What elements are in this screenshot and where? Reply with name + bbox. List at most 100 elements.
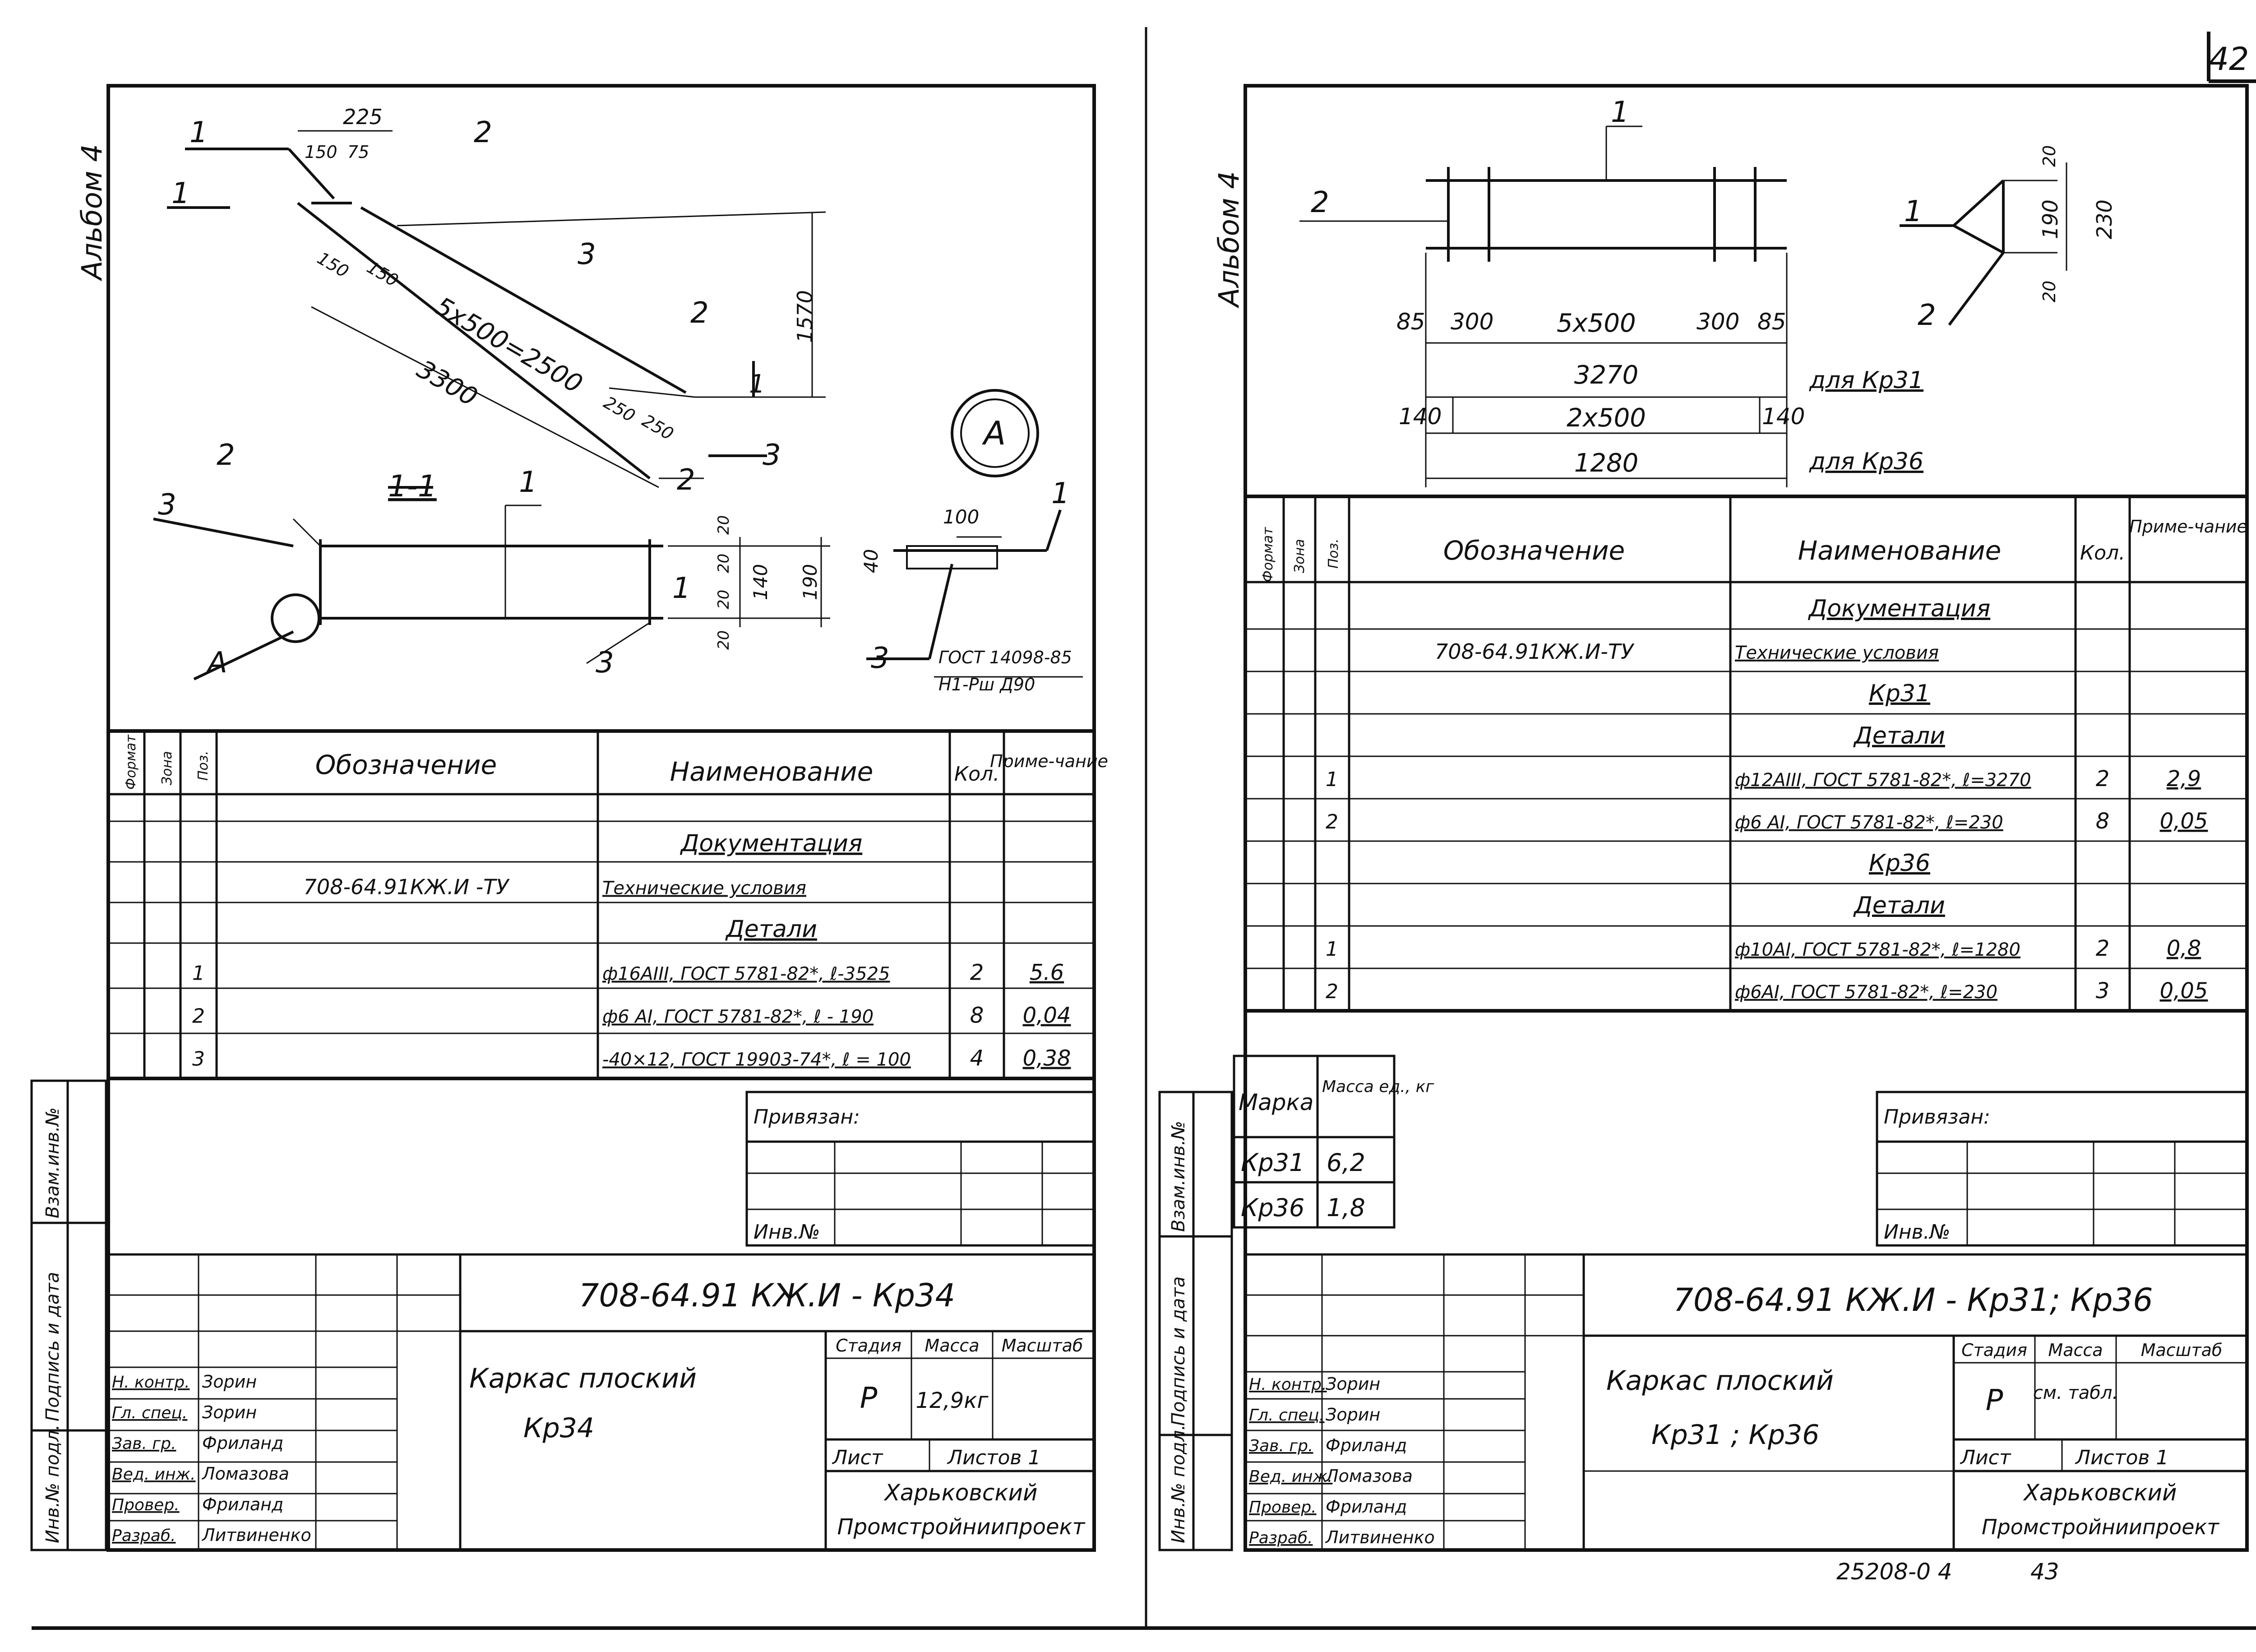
role-name: Зорин [202, 1402, 257, 1422]
dim-label: 190 [799, 564, 821, 600]
spec-row-name: ф6 АI, ГОСТ 5781-82*, ℓ - 190 [602, 1007, 874, 1027]
spec-row-qty: 8 [970, 1003, 984, 1028]
footer-code: 25208-0 4 [1836, 1559, 1952, 1585]
left-drawing-labels: 225 150 75 1570 150 150 5x500=2500 3300 … [158, 105, 1072, 694]
drawing-title-line2: Кр31 ; Кр36 [1651, 1419, 1819, 1451]
gost-note: ГОСТ 14098-85 [938, 648, 1072, 667]
left-drawing [153, 130, 1083, 680]
mass-table-mark: Кр36 [1241, 1194, 1304, 1222]
spec-header-pos: Поз. [195, 751, 211, 781]
dim-label: 225 [343, 105, 383, 129]
spec-row-name: ф16АIII, ГОСТ 5781-82*, ℓ-3525 [602, 964, 890, 985]
section-mark: 1 [749, 370, 765, 399]
spec-row-note: 0,04 [1023, 1003, 1071, 1028]
spec-row-note: 2,9 [2167, 766, 2201, 791]
left-album-label: Альбом 4 [75, 144, 108, 282]
dim-label: 230 [2092, 199, 2117, 239]
role-label: Разраб. [112, 1527, 176, 1545]
spec-row-designation: 708-64.91КЖ.И -ТУ [304, 875, 510, 899]
position-label: 1 [672, 572, 691, 605]
position-label: 3 [596, 646, 614, 680]
sheet-frame [32, 27, 2256, 1630]
dim-label: 20 [715, 515, 733, 535]
role-label: Вед. инж. [112, 1465, 195, 1484]
left-title-block [108, 1253, 1094, 1550]
dim-label: 5x500 [1557, 309, 1636, 338]
dim-label: 150 [314, 248, 352, 282]
mass-value: см. табл. [2033, 1383, 2118, 1403]
spec-row-qty: 3 [2096, 978, 2110, 1004]
role-label: Разраб. [1249, 1529, 1313, 1547]
spec-row-qty: 2 [2096, 936, 2110, 961]
stage-value: Р [860, 1382, 878, 1415]
spec-header-pos: Поз. [1326, 539, 1341, 569]
spec-row-designation: 708-64.91КЖ.И-ТУ [1435, 639, 1635, 664]
spec-row-pos: 1 [1326, 938, 1338, 961]
side-stamp-inv-podl: Инв.№ подл. [1168, 1425, 1189, 1543]
dim-label: 150 [305, 142, 337, 162]
dim-3270: 3270 [1574, 361, 1639, 390]
spec-row-name: Технические условия [1735, 643, 1939, 663]
dim-label: 140 [1762, 403, 1805, 430]
dim-label: 85 [1396, 309, 1425, 335]
spec-row-qty: 2 [2096, 766, 2110, 791]
right-spec-table: Формат Зона Поз. Обозначение Наименовани… [1245, 496, 2247, 1012]
position-label: 2 [677, 463, 695, 497]
dim-label: 140 [749, 564, 772, 600]
right-spec-row-lines [1245, 628, 2247, 1012]
dim-label: 20 [2039, 145, 2059, 167]
drawing-title-line1: Каркас плоский [469, 1363, 697, 1394]
right-privyazan-box [1876, 1091, 2248, 1247]
spec-row-name: ф6АI, ГОСТ 5781-82*, ℓ=230 [1735, 982, 1997, 1003]
role-label: Н. контр. [112, 1373, 190, 1392]
inv-no-label: Инв.№ [754, 1221, 820, 1244]
sheets-label: Листов 1 [2075, 1446, 2168, 1469]
left-sheet: Альбом 4 [30, 84, 1108, 1552]
position-label: 1 [1051, 477, 1070, 510]
callout-label: A [206, 646, 227, 680]
for-kr36-label: для Кр36 [1809, 448, 1923, 475]
sheets-label: Листов 1 [947, 1446, 1040, 1469]
role-label: Провер. [1249, 1498, 1317, 1517]
page-number: 42 [2209, 41, 2249, 78]
weld-note: Н1-Рш Д90 [938, 675, 1035, 694]
position-label: 2 [690, 296, 709, 330]
mass-table [1233, 1055, 1396, 1229]
spec-row-pos: 2 [1326, 810, 1338, 833]
position-label: 2 [1918, 299, 1936, 332]
spec-row-name: Детали [1853, 892, 1945, 919]
role-label: Гл. спец. [112, 1404, 187, 1422]
side-stamp-inv-podl: Инв.№ подл. [42, 1425, 63, 1543]
for-kr31-label: для Кр31 [1809, 367, 1923, 394]
drawing-code: 708-64.91 КЖ.И - Кр31; Кр36 [1673, 1282, 2153, 1319]
role-name: Ломазова [201, 1464, 289, 1484]
dim-label: 20 [715, 554, 733, 573]
spec-row-name: -40×12, ГОСТ 19903-74*, ℓ = 100 [602, 1050, 911, 1070]
drawing-title-line2: Кр34 [523, 1412, 594, 1444]
position-label: 3 [158, 488, 176, 522]
role-name: Фриланд [202, 1495, 283, 1514]
role-label: Гл. спец. [1249, 1406, 1324, 1425]
spec-row-name: ф10АI, ГОСТ 5781-82*, ℓ=1280 [1735, 939, 2020, 960]
right-spec-rows: Документация 708-64.91КЖ.И-ТУ Технические … [1326, 595, 2208, 1004]
position-label: 3 [578, 238, 596, 271]
privyazan-label: Привязан: [754, 1106, 860, 1129]
role-name: Зорин [202, 1372, 257, 1392]
right-side-stamp [1158, 1091, 1233, 1551]
role-label: Зав. гр. [1249, 1437, 1313, 1455]
spec-header-note: Приме-чание [2129, 517, 2247, 537]
left-side-stamp [30, 1079, 107, 1551]
mass-table-mass: 6,2 [1327, 1148, 1365, 1177]
spec-row-name: Документация [1808, 595, 1990, 622]
spec-row-name: ф6 АI, ГОСТ 5781-82*, ℓ=230 [1735, 812, 2003, 833]
organization-line2: Промстройниипроект [1982, 1515, 2219, 1539]
spec-row-name: Документация [680, 830, 862, 857]
spec-header-qty: Кол. [954, 763, 999, 786]
dim-label: 140 [1399, 403, 1442, 430]
right-album-label: Альбом 4 [1212, 171, 1245, 309]
dim-label: 150 [364, 257, 402, 291]
drawing-code: 708-64.91 КЖ.И - Кр34 [579, 1277, 955, 1314]
